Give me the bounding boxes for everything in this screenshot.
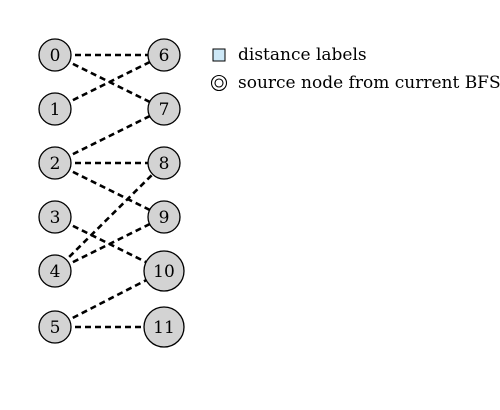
edge-2-9 bbox=[54, 161, 165, 219]
graph-node-11: 11 bbox=[143, 306, 185, 348]
node-label: 8 bbox=[159, 154, 170, 174]
node-circle bbox=[38, 146, 72, 180]
node-label: 2 bbox=[50, 154, 61, 174]
distance-label-swatch bbox=[212, 48, 226, 62]
node-label: 3 bbox=[50, 208, 61, 228]
node-circle bbox=[147, 92, 181, 126]
node-circle bbox=[147, 38, 181, 72]
source-node-outer-ring bbox=[210, 74, 228, 92]
node-circle bbox=[38, 92, 72, 126]
edge-1-6 bbox=[54, 53, 165, 111]
node-circle bbox=[38, 38, 72, 72]
edge-4-8 bbox=[54, 162, 165, 272]
node-circle bbox=[147, 200, 181, 234]
graph-node-6: 6 bbox=[147, 38, 181, 72]
nodes-layer: 0 1 2 3 4 5 6 7 8 9 10 11 bbox=[38, 38, 185, 348]
edges-layer bbox=[54, 53, 165, 329]
legend-distance-label: distance labels bbox=[238, 45, 367, 65]
legend-source-label: source node from current BFS bbox=[238, 73, 500, 93]
graph-node-2: 2 bbox=[38, 146, 72, 180]
graph-node-5: 5 bbox=[38, 310, 72, 344]
node-circle bbox=[143, 306, 185, 348]
node-label: 7 bbox=[159, 100, 170, 120]
node-label: 0 bbox=[50, 46, 61, 66]
graph-node-3: 3 bbox=[38, 200, 72, 234]
node-label: 10 bbox=[153, 262, 175, 282]
graph-node-4: 4 bbox=[38, 254, 72, 288]
node-circle bbox=[38, 200, 72, 234]
edge-2-7 bbox=[54, 107, 165, 165]
graph-node-1: 1 bbox=[38, 92, 72, 126]
edge-4-9 bbox=[54, 215, 165, 273]
graph-node-7: 7 bbox=[147, 92, 181, 126]
node-label: 4 bbox=[50, 262, 61, 282]
node-circle bbox=[143, 250, 185, 292]
node-label: 1 bbox=[50, 100, 61, 120]
graph-node-9: 9 bbox=[147, 200, 181, 234]
node-circle bbox=[38, 254, 72, 288]
node-circle bbox=[38, 310, 72, 344]
node-circle bbox=[147, 146, 181, 180]
node-label: 9 bbox=[159, 208, 170, 228]
graph-node-0: 0 bbox=[38, 38, 72, 72]
source-node-inner-ring bbox=[214, 78, 224, 88]
node-label: 6 bbox=[159, 46, 170, 66]
node-label: 5 bbox=[50, 318, 61, 338]
legend: distance labels source node from current… bbox=[210, 45, 500, 93]
graph-node-10: 10 bbox=[143, 250, 185, 292]
node-label: 11 bbox=[153, 318, 175, 338]
graph-node-8: 8 bbox=[147, 146, 181, 180]
